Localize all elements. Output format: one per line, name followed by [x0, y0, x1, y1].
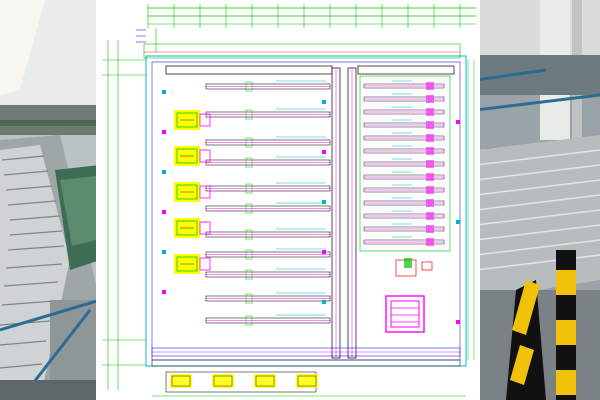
detail-mark — [456, 120, 460, 124]
detail-mark — [322, 150, 326, 154]
main-trunk-conveyors — [165, 65, 455, 359]
left-dimension-lines — [102, 40, 146, 390]
detail-mark — [456, 220, 460, 224]
detail-mark — [162, 170, 166, 174]
magenta-equipment-block — [385, 258, 433, 333]
conveyor-photo-right — [476, 0, 600, 400]
detail-mark — [162, 250, 166, 254]
detail-mark — [162, 290, 166, 294]
detail-mark — [322, 250, 326, 254]
detail-mark — [322, 200, 326, 204]
bottom-conveyor-band — [151, 347, 466, 397]
cad-plan-svg — [102, 4, 476, 397]
building-boundary — [143, 43, 467, 367]
bottom-workstation — [296, 374, 318, 388]
conveyor-photo-left — [0, 0, 100, 400]
bottom-workstations — [170, 374, 318, 388]
bottom-workstation — [170, 374, 192, 388]
yellow-workstations — [174, 110, 211, 274]
detail-mark — [162, 130, 166, 134]
detail-mark — [456, 320, 460, 324]
left-sorting-lanes — [205, 80, 331, 326]
right-sorting-lanes — [359, 75, 451, 252]
cad-layout-drawing — [96, 0, 480, 400]
detail-mark — [162, 90, 166, 94]
bottom-workstation — [254, 374, 276, 388]
detail-mark — [322, 300, 326, 304]
top-dimension-strip — [136, 4, 476, 52]
cad-detail-marks — [162, 90, 460, 324]
hazard-post — [506, 250, 576, 400]
detail-mark — [162, 210, 166, 214]
warehouse-photo-left — [0, 0, 100, 400]
bottom-workstation — [212, 374, 234, 388]
warehouse-photo-right — [476, 0, 600, 400]
detail-mark — [322, 100, 326, 104]
